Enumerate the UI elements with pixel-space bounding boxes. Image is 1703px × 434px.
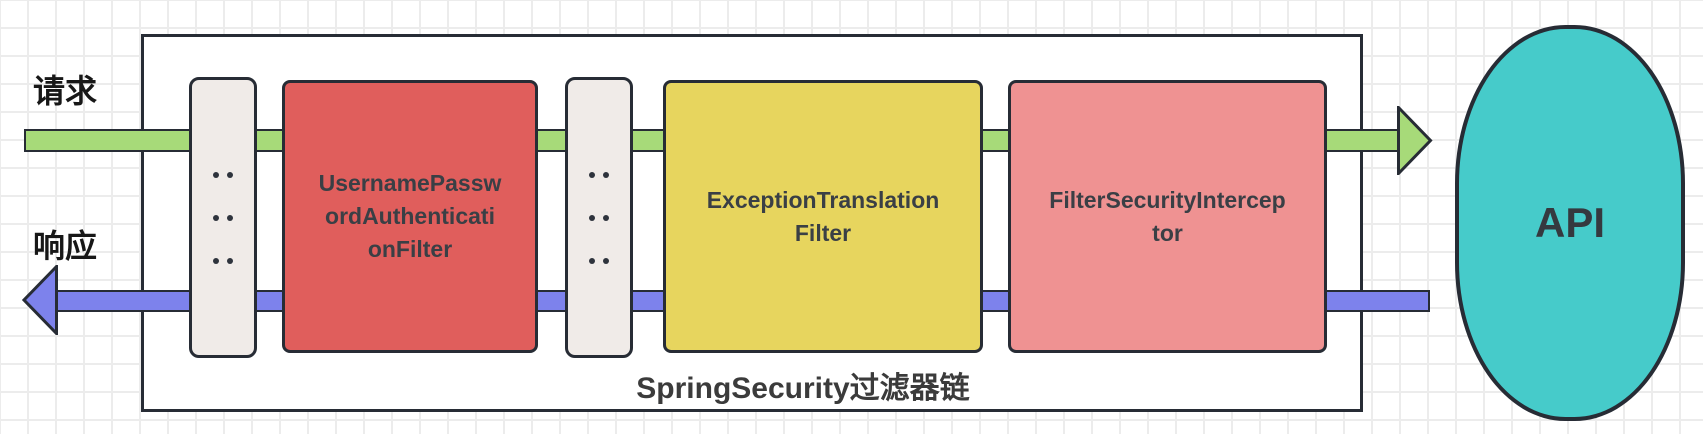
request-arrowhead-icon [1397, 106, 1433, 175]
more-filters-box-2 [565, 77, 633, 358]
response-arrowhead-icon [22, 265, 58, 335]
ellipsis-dots-icon [589, 171, 609, 178]
ellipsis-dots-icon [213, 171, 233, 178]
filter-label-line: onFilter [367, 236, 453, 262]
filter-security-interceptor: FilterSecurityIntercep tor [1008, 80, 1327, 353]
ellipsis-dots-icon [589, 257, 609, 264]
filter-exception-translation: ExceptionTranslation Filter [663, 80, 983, 353]
request-label: 请求 [33, 73, 98, 109]
ellipsis-dots-icon [213, 257, 233, 264]
api-label: API [1534, 199, 1605, 246]
filter-label-line: Filter [794, 219, 852, 246]
filter-label-line: ordAuthenticati [325, 203, 495, 229]
ellipsis-dots-icon [213, 214, 233, 221]
filter-label-line: FilterSecurityIntercep [1049, 186, 1286, 213]
ellipsis-dots-icon [589, 214, 609, 221]
more-filters-box-1 [189, 77, 257, 358]
filter-label-line: tor [1152, 219, 1183, 246]
filter-chain-title: SpringSecurity过滤器链 [636, 372, 970, 405]
filter-username-password-authentication: UsernamePassw ordAuthenticati onFilter [282, 80, 538, 353]
filter-label-line: UsernamePassw [318, 170, 502, 196]
filter-label-line: ExceptionTranslation [706, 186, 940, 213]
response-label: 响应 [33, 228, 98, 264]
api-node: API [1455, 25, 1685, 421]
